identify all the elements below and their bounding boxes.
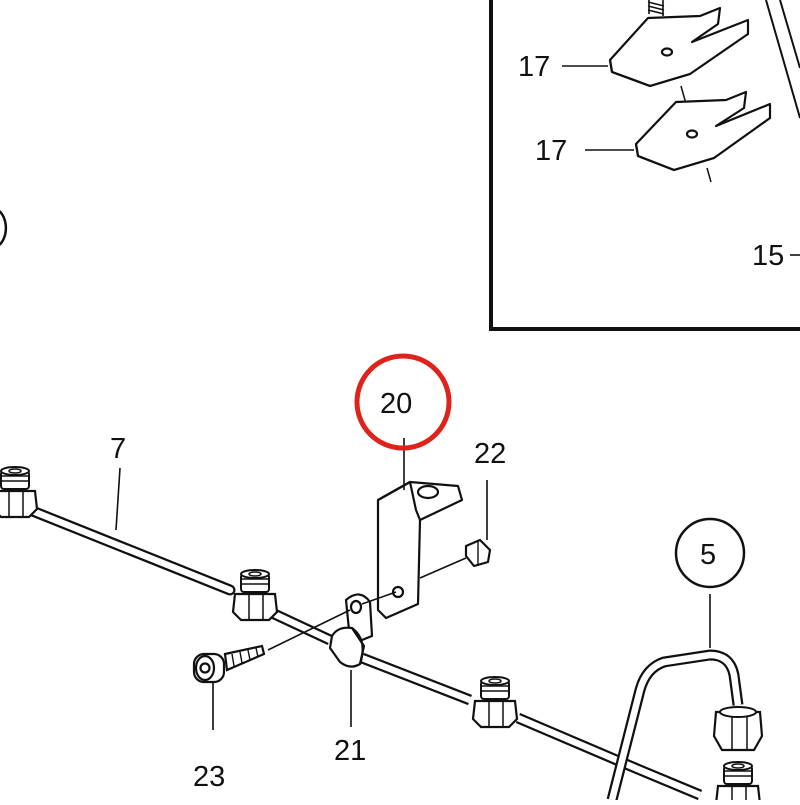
inset-frame [489,0,800,331]
label-23: 23 [193,761,225,793]
rail-fitting-2 [231,568,279,622]
partial-callout-left [0,210,8,246]
label-17-bottom: 17 [535,135,567,167]
clip-lower-icon [634,90,772,172]
label-5: 5 [700,539,716,571]
assembly-lines [267,557,467,651]
clip-upper-icon [608,6,750,88]
pipe-nut-5 [712,706,764,752]
inset-panel: 17 17 15 [489,0,800,331]
label-20: 20 [380,388,412,420]
label-7: 7 [110,433,126,465]
label-22: 22 [474,438,506,470]
label-17-top: 17 [518,51,550,83]
bolt-23 [192,644,266,684]
label-21: 21 [334,735,366,767]
highlight-circle-20 [354,353,452,451]
clamp-21 [328,593,374,668]
label-15: 15 [752,240,784,272]
spring-icon [647,0,665,16]
bracket-20 [376,480,464,620]
pipe-fitting-lower [714,760,762,805]
fuel-rail-7 [24,504,703,801]
fuel-pipe-5 [606,649,744,802]
rail-fitting-3 [471,675,519,729]
rail-fitting-1 [0,465,39,519]
bracket-edge-icon [765,0,800,119]
callout-circle-5 [674,517,746,589]
nut-22 [464,538,492,568]
